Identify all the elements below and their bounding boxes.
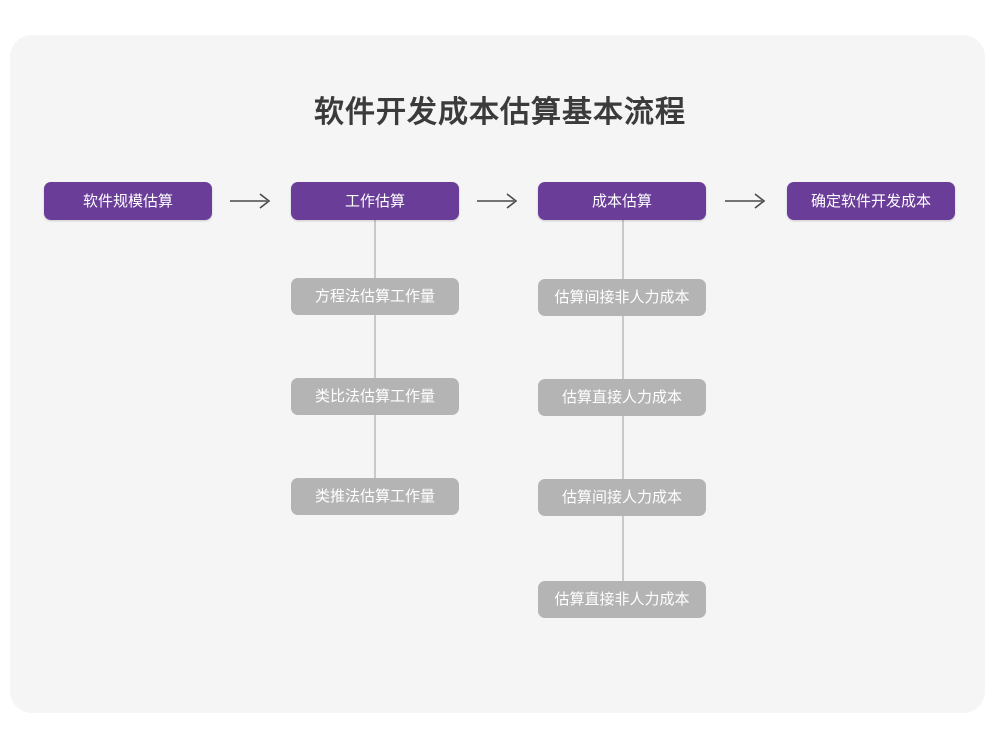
stage-node-work-estimation[interactable]: 工作估算 (291, 182, 459, 220)
connector-line-work-column (374, 219, 376, 497)
substep-node-equation-method-workload[interactable]: 方程法估算工作量 (291, 278, 459, 315)
arrow-stage3-to-stage4 (723, 186, 771, 216)
substep-node-indirect-nonlabor-cost[interactable]: 估算间接非人力成本 (538, 279, 706, 316)
stage-node-cost-estimation[interactable]: 成本估算 (538, 182, 706, 220)
substep-node-direct-nonlabor-cost[interactable]: 估算直接非人力成本 (538, 581, 706, 618)
content-card (10, 35, 985, 713)
substep-node-direct-labor-cost[interactable]: 估算直接人力成本 (538, 379, 706, 416)
stage-node-software-scale-estimation[interactable]: 软件规模估算 (44, 182, 212, 220)
stage-node-determine-development-cost[interactable]: 确定软件开发成本 (787, 182, 955, 220)
substep-node-analogy-method-workload[interactable]: 类比法估算工作量 (291, 378, 459, 415)
substep-node-inference-method-workload[interactable]: 类推法估算工作量 (291, 478, 459, 515)
page-title: 软件开发成本估算基本流程 (314, 96, 686, 129)
arrow-stage2-to-stage3 (475, 186, 523, 216)
arrow-stage1-to-stage2 (228, 186, 276, 216)
substep-node-indirect-labor-cost[interactable]: 估算间接人力成本 (538, 479, 706, 516)
